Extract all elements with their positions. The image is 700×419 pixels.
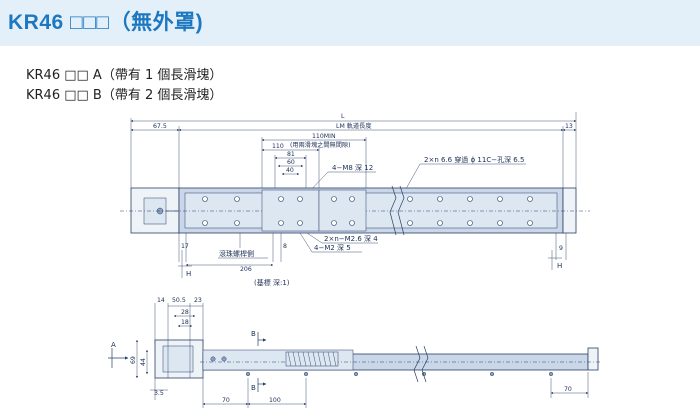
slider-block-2 [318, 189, 367, 232]
label-B-bottom: B [251, 384, 256, 392]
label-H-right: H [557, 262, 562, 270]
dim-13: 13 [565, 123, 573, 130]
ball-screw [285, 351, 339, 367]
dim-lm-length: LM 軌道長度 [336, 122, 372, 130]
note-m2: 4−M2 深 5 [314, 243, 351, 252]
dim-67-5: 67.5 [153, 123, 167, 130]
dim-40: 40 [286, 167, 294, 174]
dim-81: 81 [287, 151, 295, 158]
dim-18: 18 [181, 319, 189, 326]
rail-holes [202, 196, 533, 226]
dim-block-spacing: (用兩滑塊之間無間隙) [290, 141, 351, 149]
top-view: L 67.5 LM 軌道長度 13 110MIN (用兩滑塊之間無間隙) 110… [120, 112, 590, 287]
side-screws [210, 356, 554, 377]
end-plate-side [587, 347, 599, 371]
variant-b-label: KR46 □□ B（帶有 2 個長滑塊） [26, 88, 223, 103]
dim-8: 8 [283, 243, 287, 250]
dim-17: 17 [181, 243, 189, 250]
dim-69: 69 [130, 356, 137, 364]
dim-L: L [341, 113, 345, 120]
dim-100: 100 [269, 397, 281, 404]
note-m8: 4−M8 深 12 [332, 163, 373, 172]
slider-block-1 [261, 189, 320, 232]
dim-110: 110 [272, 143, 284, 150]
dim-9: 9 [559, 245, 563, 252]
dim-70-left: 70 [222, 397, 230, 404]
note-stroke: (基標 深:1) [254, 278, 290, 287]
dim-28: 28 [181, 309, 189, 316]
dim-206: 206 [240, 266, 252, 273]
note-m26: 2×n−M2.6 深 4 [324, 234, 378, 243]
dim-3-5: 3.5 [154, 390, 164, 397]
note-screw-side: 滾珠螺桿側 [219, 249, 254, 258]
page-title: KR46 □□□（無外罩) [8, 11, 204, 34]
dim-110min: 110MIN [312, 133, 336, 140]
title-banner [0, 0, 700, 46]
variant-a-label: KR46 □□ A（帶有 1 個長滑塊） [26, 68, 223, 83]
dim-23: 23 [194, 297, 202, 304]
dim-14: 14 [157, 297, 165, 304]
side-view: 14 50.5 23 28 18 69 44 A [108, 297, 600, 408]
note-holes: 2×n 6.6 穿過 ϕ 11C−孔深 6.5 [424, 155, 524, 164]
dim-50-5: 50.5 [172, 297, 186, 304]
dim-70-right: 70 [564, 386, 572, 393]
end-plate-right [562, 187, 577, 234]
dim-60: 60 [287, 159, 295, 166]
dim-44: 44 [140, 358, 147, 366]
label-A: A [111, 341, 116, 349]
label-H-left: H [186, 270, 191, 278]
label-B-top: B [251, 330, 256, 338]
